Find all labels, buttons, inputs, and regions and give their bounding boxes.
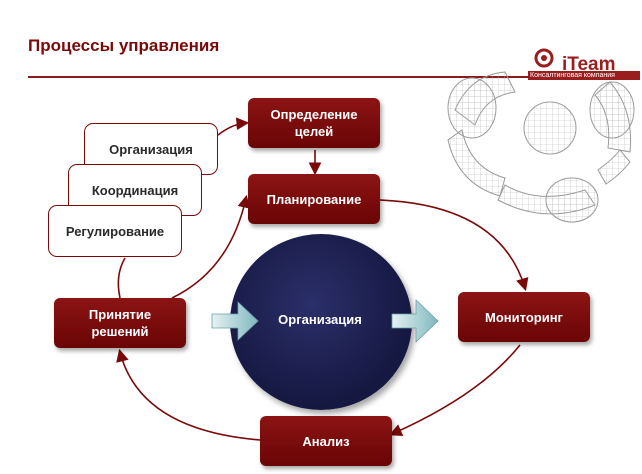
planning-box: Планирование — [248, 174, 380, 224]
goal-setting-box: Определение целей — [248, 98, 380, 148]
arrow-cards-to-goal — [217, 117, 250, 136]
decision-making-box: Принятие решений — [54, 298, 186, 348]
logo-name: iTeam — [562, 54, 616, 75]
stack-card-regulation: Регулирование — [48, 205, 182, 257]
analysis-box: Анализ — [260, 416, 392, 466]
logo-icon — [534, 48, 554, 68]
monitoring-box: Мониторинг — [458, 292, 590, 342]
block-arrow-right — [391, 299, 439, 343]
logo-tagline: Консалтинговая компания — [528, 71, 640, 80]
page-title: Процессы управления — [28, 36, 220, 55]
link-decision-to-cards — [117, 257, 126, 299]
center-label: Организация — [278, 312, 362, 327]
arrow-decision-to-planning — [171, 194, 251, 299]
arrow-planning-to-monitoring — [379, 199, 529, 292]
block-arrow-left — [211, 301, 259, 341]
title-divider — [28, 76, 634, 78]
center-organization-node — [230, 234, 412, 410]
arrow-monitoring-to-analysis — [389, 344, 521, 436]
arrow-analysis-to-decision — [116, 348, 261, 441]
